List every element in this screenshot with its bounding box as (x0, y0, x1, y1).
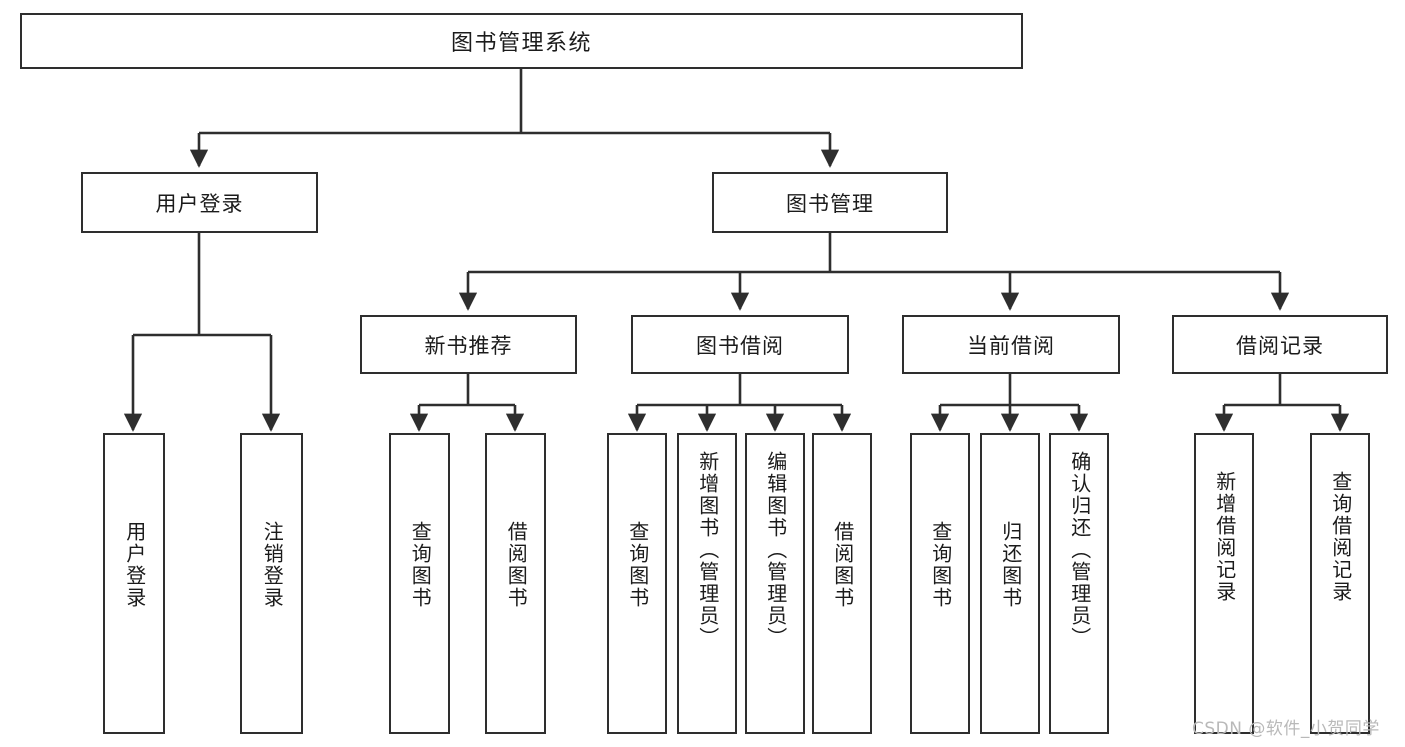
node-user-login-label: 用户登录 (155, 191, 244, 216)
node-user-login[interactable]: 用户登录 (81, 172, 318, 233)
node-leaf-query-record[interactable]: 查询借阅记录 (1310, 433, 1370, 734)
node-borrow-record[interactable]: 借阅记录 (1172, 315, 1388, 374)
node-leaf-edit-book-label: 编辑图书（管理员） (763, 451, 788, 649)
node-leaf-confirm-return-label: 确认归还（管理员） (1067, 451, 1092, 649)
csdn-watermark: CSDN @软件_小贺同学 (1192, 719, 1380, 739)
node-root[interactable]: 图书管理系统 (20, 13, 1023, 69)
node-book-management-label: 图书管理 (786, 191, 874, 216)
node-leaf-return-book-label: 归还图书 (998, 521, 1023, 609)
node-leaf-query-book-3[interactable]: 查询图书 (910, 433, 970, 734)
node-leaf-borrow-book-1-label: 借阅图书 (504, 521, 529, 609)
node-leaf-query-book-2-label: 查询图书 (625, 521, 650, 609)
node-leaf-user-login[interactable]: 用户登录 (103, 433, 165, 734)
node-current-borrow[interactable]: 当前借阅 (902, 315, 1120, 374)
node-leaf-add-record[interactable]: 新增借阅记录 (1194, 433, 1254, 734)
node-book-borrow-label: 图书借阅 (696, 333, 784, 358)
node-leaf-query-book-3-label: 查询图书 (928, 521, 953, 609)
node-leaf-borrow-book-2-label: 借阅图书 (830, 521, 855, 609)
node-leaf-query-record-label: 查询借阅记录 (1328, 471, 1353, 603)
node-leaf-edit-book[interactable]: 编辑图书（管理员） (745, 433, 805, 734)
node-book-borrow[interactable]: 图书借阅 (631, 315, 849, 374)
node-leaf-confirm-return[interactable]: 确认归还（管理员） (1049, 433, 1109, 734)
node-leaf-query-book-2[interactable]: 查询图书 (607, 433, 667, 734)
node-leaf-logout-login-label: 注销登录 (260, 521, 285, 609)
node-leaf-query-book-1[interactable]: 查询图书 (389, 433, 450, 734)
node-leaf-logout-login[interactable]: 注销登录 (240, 433, 303, 734)
node-leaf-add-record-label: 新增借阅记录 (1212, 471, 1237, 603)
node-new-book-recommend[interactable]: 新书推荐 (360, 315, 577, 374)
node-new-book-recommend-label: 新书推荐 (424, 333, 513, 358)
node-leaf-user-login-label: 用户登录 (122, 521, 147, 609)
node-current-borrow-label: 当前借阅 (967, 333, 1055, 358)
node-borrow-record-label: 借阅记录 (1236, 333, 1324, 358)
node-root-label: 图书管理系统 (450, 31, 592, 56)
node-book-management[interactable]: 图书管理 (712, 172, 948, 233)
node-leaf-borrow-book-2[interactable]: 借阅图书 (812, 433, 872, 734)
node-leaf-add-book-label: 新增图书（管理员） (695, 451, 720, 649)
node-leaf-borrow-book-1[interactable]: 借阅图书 (485, 433, 546, 734)
node-leaf-return-book[interactable]: 归还图书 (980, 433, 1040, 734)
node-leaf-query-book-1-label: 查询图书 (408, 521, 433, 609)
node-leaf-add-book[interactable]: 新增图书（管理员） (677, 433, 737, 734)
